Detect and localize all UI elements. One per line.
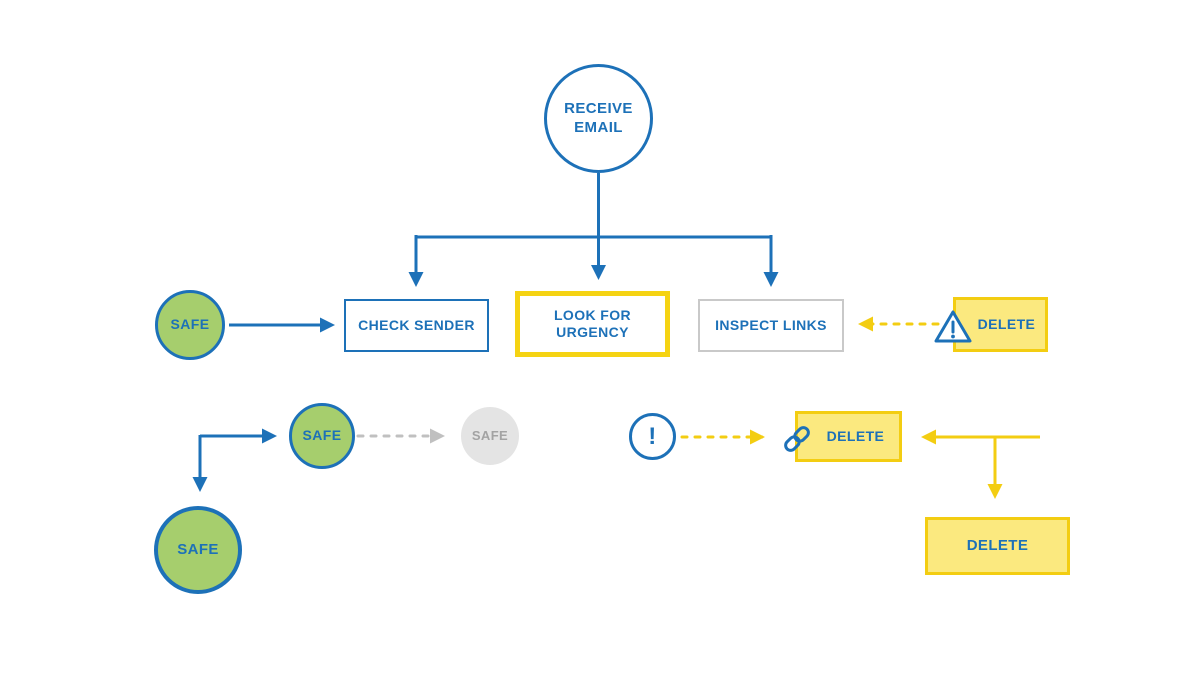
node-look-for-urgency: LOOK FOR URGENCY xyxy=(515,291,670,357)
node-safe-mid: SAFE xyxy=(289,403,355,469)
node-delete-mid: DELETE xyxy=(784,411,902,462)
node-delete-bottom-label: DELETE xyxy=(966,536,1029,554)
node-safe-gray: SAFE xyxy=(461,407,519,465)
node-check-sender-label: CHECK SENDER xyxy=(358,316,475,333)
node-safe-bottom: SAFE xyxy=(154,506,242,594)
node-safe-gray-label: SAFE xyxy=(471,427,509,443)
node-delete-top: DELETE xyxy=(934,297,1048,352)
node-safe-sender: SAFE xyxy=(155,290,225,360)
node-safe-sender-label: SAFE xyxy=(170,316,210,333)
node-safe-mid-label: SAFE xyxy=(302,427,342,444)
node-delete-top-label: DELETE xyxy=(977,315,1036,332)
node-delete-mid-label: DELETE xyxy=(826,427,885,444)
node-delete-bottom: DELETE xyxy=(925,517,1070,575)
node-inspect-links-label: INSPECT LINKS xyxy=(715,316,827,333)
node-receive-email-label: RECEIVE EMAIL xyxy=(564,99,633,136)
node-exclamation: ! xyxy=(629,413,676,460)
node-safe-bottom-label: SAFE xyxy=(177,540,219,558)
node-receive-email: RECEIVE EMAIL xyxy=(544,64,653,173)
node-look-for-urgency-label: LOOK FOR URGENCY xyxy=(553,306,632,341)
node-inspect-links: INSPECT LINKS xyxy=(698,299,844,352)
chain-link-icon xyxy=(780,422,814,461)
node-check-sender: CHECK SENDER xyxy=(344,299,489,352)
exclamation-icon: ! xyxy=(648,422,657,450)
warning-triangle-icon xyxy=(932,308,974,351)
